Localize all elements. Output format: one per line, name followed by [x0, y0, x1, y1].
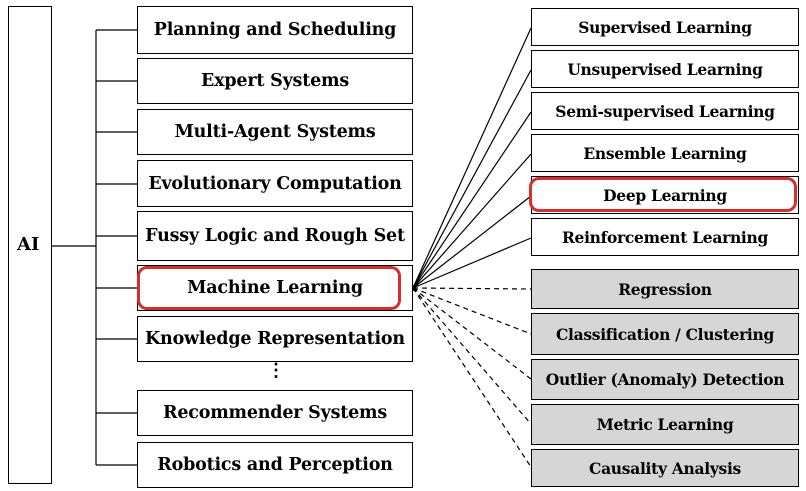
- node-supervised-learning: Supervised Learning: [531, 8, 799, 46]
- node-reinforcement-learning: Reinforcement Learning: [531, 218, 799, 256]
- node-classification-clustering: Classification / Clustering: [531, 313, 799, 355]
- node-robotics-and-perception: Robotics and Perception: [137, 442, 413, 488]
- node-metric-learning: Metric Learning: [531, 404, 799, 445]
- node-expert-systems: Expert Systems: [137, 58, 413, 104]
- node-causality-analysis: Causality Analysis: [531, 449, 799, 487]
- ai-root-box: [8, 6, 52, 484]
- node-knowledge-representation: Knowledge Representation: [137, 316, 413, 362]
- ai-root-label: AI: [17, 234, 40, 255]
- node-multi-agent-systems: Multi-Agent Systems: [137, 109, 413, 155]
- node-recommender-systems: Recommender Systems: [137, 390, 413, 436]
- highlight-deep-learning: [529, 177, 797, 212]
- node-ensemble-learning: Ensemble Learning: [531, 134, 799, 172]
- node-fuzzy-logic-rough-set: Fussy Logic and Rough Set: [137, 211, 413, 261]
- node-outlier-anomaly-detection: Outlier (Anomaly) Detection: [531, 359, 799, 400]
- node-evolutionary-computation: Evolutionary Computation: [137, 160, 413, 207]
- node-deep-learning: Deep Learning: [531, 176, 799, 214]
- node-machine-learning: Machine Learning: [137, 265, 413, 311]
- highlight-machine-learning: [137, 266, 401, 310]
- node-unsupervised-learning: Unsupervised Learning: [531, 50, 799, 88]
- vertical-ellipsis: ⋮: [267, 360, 285, 381]
- node-semi-supervised-learning: Semi-supervised Learning: [531, 92, 799, 130]
- node-planning-and-scheduling: Planning and Scheduling: [137, 6, 413, 54]
- node-regression: Regression: [531, 269, 799, 309]
